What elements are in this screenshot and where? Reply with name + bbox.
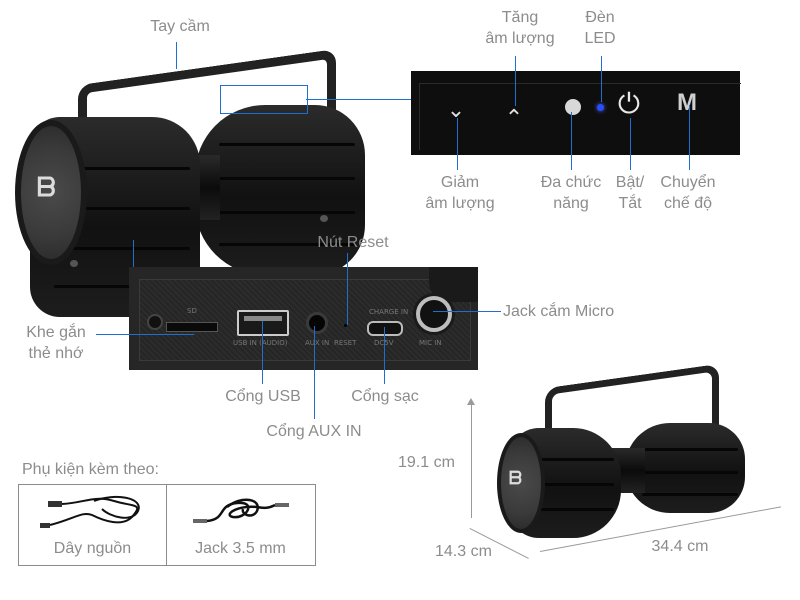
mode-button-icon: M [677,89,697,116]
label-aux-in: Cổng AUX IN [266,423,362,440]
controls-highlight-box [220,85,308,114]
label-usb-port: Cổng USB [225,388,301,405]
aux-in-port [306,312,328,334]
dimension-width: 34.4 cm [651,538,709,555]
dimension-height: 19.1 cm [398,454,455,471]
volume-up-button-icon: ⌃ [504,105,524,130]
accessory-label-power-cable: Dây nguồn [53,540,132,557]
accessories-table: Dây nguồn Jack 3.5 mm [18,484,316,566]
accessory-item: Jack 3.5 mm [167,485,314,565]
monster-logo-icon: ᗷ [37,173,56,203]
label-micro-jack: Jack cắm Micro [503,303,615,320]
speaker-right-drum [195,105,365,275]
monster-logo-icon: ᗷ [509,468,522,489]
accessory-item: Dây nguồn [19,485,166,565]
usb-c-charging-port [367,321,403,336]
height-dimension-arrow [471,400,472,518]
multi-function-button-icon [565,99,581,115]
dimension-depth: 14.3 cm [435,543,492,560]
volume-down-button-icon: ⌄ [446,97,466,122]
label-reset: Nút Reset [317,234,389,251]
control-panel-closeup: ⌄ ⌃ ⏻ M [411,71,741,155]
label-power: Bật/Tắt [615,174,645,212]
led-indicator-icon [597,104,604,111]
aux-cable-icon [193,498,289,523]
ports-panel-closeup: SD USB IN (AUDIO) AUX IN RESET CHARGE IN… [129,267,478,370]
screw-icon [147,314,163,330]
reset-button [344,324,347,327]
usb-port [237,310,289,336]
label-handle: Tay cầm [150,18,210,35]
speaker-grille [15,120,87,265]
power-button-icon: ⏻ [617,87,641,120]
accessories-title: Phụ kiện kèm theo: [22,461,159,478]
label-charging-port: Cổng sạc [351,388,419,405]
accessory-label-aux-cable: Jack 3.5 mm [195,540,286,557]
sd-card-slot [166,322,218,332]
speaker-dimension-image: ᗷ [495,363,775,548]
mic-jack-port [416,296,452,332]
usb-cable-icon [40,495,140,528]
